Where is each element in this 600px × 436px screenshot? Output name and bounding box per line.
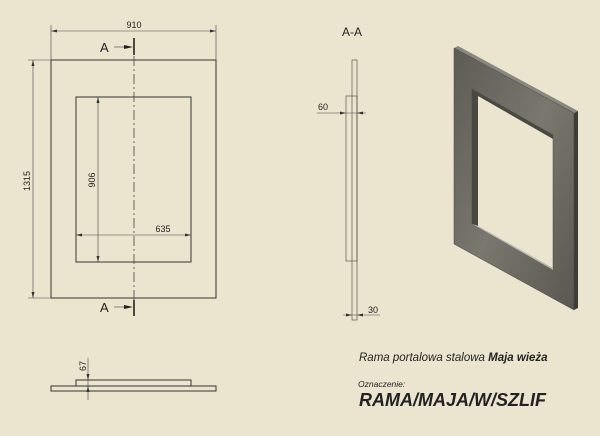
opening-outline <box>75 96 192 263</box>
description: Rama portalowa stalowa Maja wieża <box>359 352 548 364</box>
section-view: A-A 60 30 <box>317 25 380 321</box>
opening-height-dimension: 906 <box>87 172 97 187</box>
bottom-view: 67 <box>50 358 217 400</box>
opening-width-dimension: 635 <box>155 224 170 234</box>
title-block: Rama portalowa stalowa Maja wieża Oznacz… <box>358 352 548 410</box>
designation-code: RAMA/MAJA/W/SZLIF <box>359 390 547 410</box>
width-dimension: 910 <box>126 20 141 30</box>
frame-outline <box>50 59 217 299</box>
depth-dimension: 67 <box>78 361 88 371</box>
designation-label: Oznaczenie: <box>358 379 406 389</box>
section-mark-top: A <box>100 40 109 55</box>
front-view: 910 1315 906 635 A A <box>22 20 217 316</box>
frame-3d-view <box>453 46 578 311</box>
collar-dimension: 60 <box>318 102 328 112</box>
plate-dimension: 30 <box>368 305 378 315</box>
section-title: A-A <box>342 25 362 39</box>
height-dimension: 1315 <box>22 171 32 191</box>
section-mark-bottom: A <box>100 300 109 315</box>
